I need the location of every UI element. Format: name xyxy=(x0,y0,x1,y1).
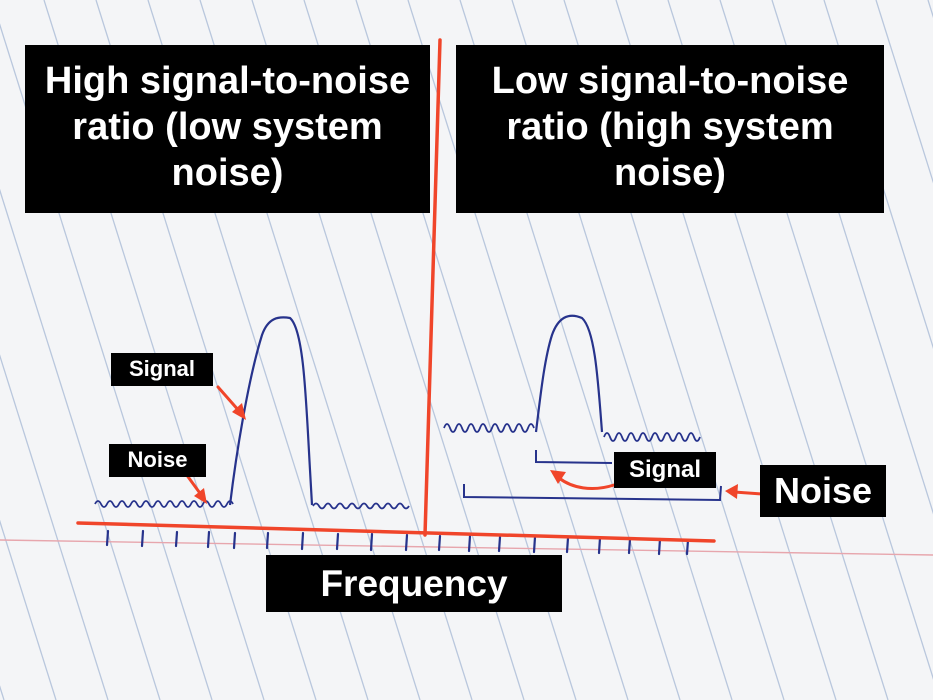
left-signal-peak xyxy=(228,316,314,506)
paper-rule-line xyxy=(927,0,933,19)
frequency-axis-line xyxy=(76,521,716,543)
left-signal-label: Signal xyxy=(111,353,213,386)
panel-divider-line xyxy=(423,38,442,537)
right-noise-bracket xyxy=(463,484,722,502)
right-panel-title: Low signal-to-noise ratio (high system n… xyxy=(456,45,884,213)
right-signal-bracket xyxy=(535,450,613,464)
paper-rule-line xyxy=(407,0,629,700)
paper-rule-line xyxy=(0,354,109,700)
left-noise-arrow xyxy=(184,472,207,504)
right-signal-arrow xyxy=(550,470,616,490)
paper-margin-line xyxy=(0,539,933,556)
right-noise-label: Noise xyxy=(760,465,886,517)
frequency-axis-label: Frequency xyxy=(266,555,562,612)
left-signal-arrow xyxy=(216,385,246,420)
right-noise-squiggle-left xyxy=(443,423,535,433)
paper-rule-line xyxy=(875,0,933,184)
left-axis-ticks xyxy=(105,529,409,552)
right-noise-arrow xyxy=(725,484,764,499)
right-noise-squiggle-right xyxy=(603,432,701,442)
left-noise-floor-squiggle xyxy=(94,500,234,508)
left-noise-label: Noise xyxy=(109,444,206,477)
right-signal-label: Signal xyxy=(614,452,716,488)
paper-rule-line xyxy=(0,188,161,700)
paper-rule-line xyxy=(0,519,57,700)
right-axis-ticks xyxy=(437,534,690,556)
left-panel-title: High signal-to-noise ratio (low system n… xyxy=(25,45,430,213)
left-noise-trailing-squiggle xyxy=(312,502,410,510)
paper-rule-line xyxy=(0,685,5,700)
right-signal-peak xyxy=(534,314,604,433)
